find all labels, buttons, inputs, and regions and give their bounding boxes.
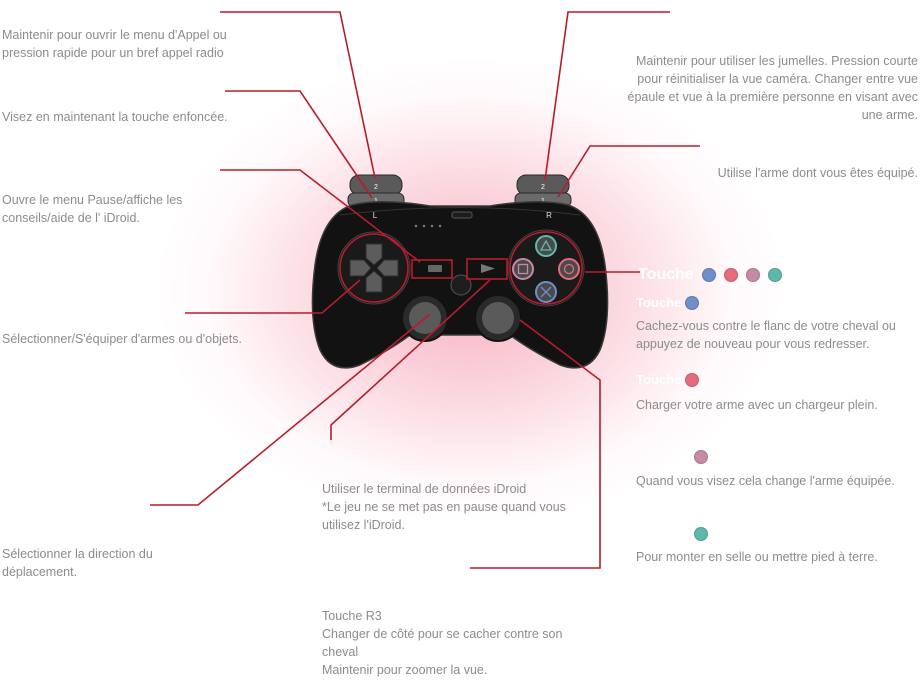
circle-icon xyxy=(723,268,738,282)
start-description: Utiliser le terminal de données iDroid *… xyxy=(322,480,592,534)
square-description: Quand vous visez cela change l'arme équi… xyxy=(636,474,895,488)
select-description: Ouvre le menu Pause/affiche les conseils… xyxy=(2,193,183,225)
r2-label: 2 xyxy=(541,184,545,191)
circle-icon xyxy=(685,372,700,387)
circle-heading: Touche xyxy=(636,372,707,387)
ps-button xyxy=(450,274,472,296)
start-description-line1: Utiliser le terminal de données iDroid xyxy=(322,482,527,496)
circle-label: Touche xyxy=(636,372,682,387)
face-buttons-heading: Touche xyxy=(638,265,790,285)
dpad-up xyxy=(365,243,383,266)
triangle-description: Pour monter en selle ou mettre pied à te… xyxy=(636,550,878,564)
select-button xyxy=(428,265,442,272)
circle-button xyxy=(558,258,580,280)
r3-description: Touche R3 Changer de côté pour se cacher… xyxy=(322,607,592,679)
triangle-icon xyxy=(767,268,782,282)
l2-label: 2 xyxy=(374,184,378,191)
cross-icon xyxy=(685,295,700,310)
r3-description-line1: Changer de côté pour se cacher contre so… xyxy=(322,627,563,659)
r2-description: Maintenir pour utiliser les jumelles. Pr… xyxy=(627,54,918,122)
cross-icon xyxy=(701,268,716,282)
square-icon xyxy=(694,450,708,464)
cross-heading: Touche xyxy=(636,295,707,310)
triangle-icon xyxy=(694,527,708,541)
dpad-right xyxy=(376,259,399,277)
cross-label: Touche xyxy=(636,295,682,310)
face-buttons-title: Touche xyxy=(638,266,694,283)
r-label: R xyxy=(546,211,552,220)
left-stick-description: Sélectionner la direction du déplacement… xyxy=(2,547,153,579)
dpad-left xyxy=(349,259,372,277)
cross-description: Cachez-vous contre le flanc de votre che… xyxy=(636,319,896,351)
r3-description-line2: Maintenir pour zoomer la vue. xyxy=(322,663,488,677)
dpad-down xyxy=(365,270,383,293)
start-description-line2: *Le jeu ne se met pas en pause quand vou… xyxy=(322,500,566,532)
start-button xyxy=(481,264,495,273)
square-icon xyxy=(745,268,760,282)
circle-description: Charger votre arme avec un chargeur plei… xyxy=(636,398,878,412)
r1-description: Utilise l'arme dont vous êtes équipé. xyxy=(717,166,918,180)
triangle-button xyxy=(535,235,557,257)
l1-description: Visez en maintenant la touche enfoncée. xyxy=(2,110,228,124)
l-label: L xyxy=(373,211,378,220)
r3-title: Touche R3 xyxy=(322,609,382,623)
l2-description: Maintenir pour ouvrir le menu d'Appel ou… xyxy=(2,28,227,60)
dpad-description: Sélectionner/S'équiper d'armes ou d'obje… xyxy=(2,332,242,346)
